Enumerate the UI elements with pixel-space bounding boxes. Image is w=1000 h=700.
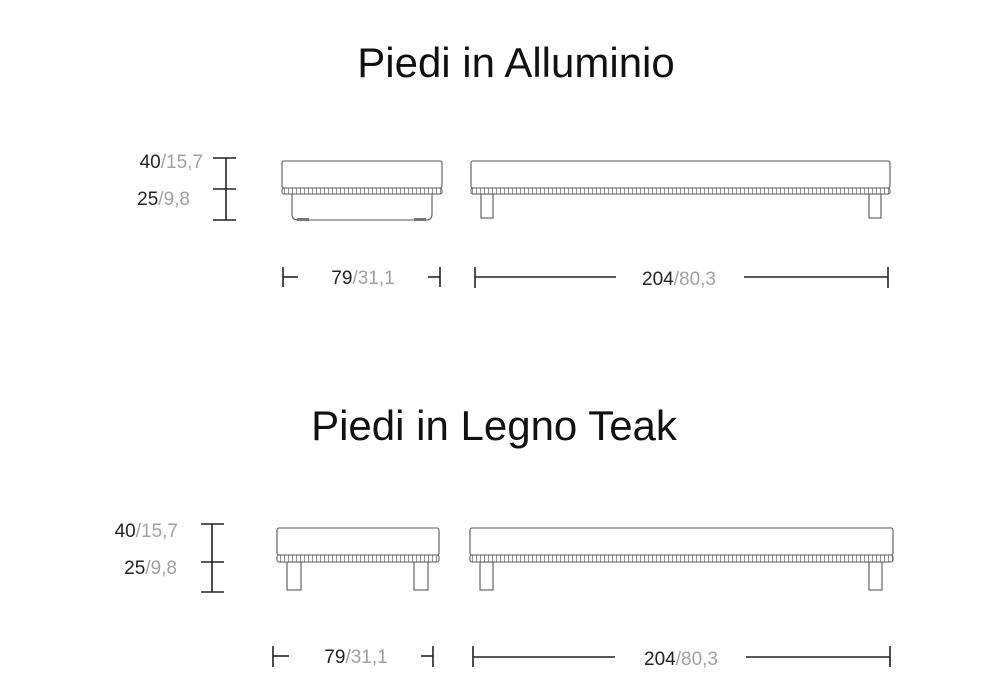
section-title: Piedi in Legno Teak: [311, 402, 678, 449]
width-small-label: 79/31,1: [324, 647, 387, 668]
width-small-label: 79/31,1: [331, 268, 394, 289]
width-large-dimension: 204/80,3: [472, 646, 891, 670]
section-aluminium: Piedi in Alluminio 40/15,7 25/9,8: [137, 39, 891, 290]
section-title: Piedi in Alluminio: [357, 39, 675, 86]
height-dimension-line: [201, 523, 224, 593]
height-total-label: 40/15,7: [115, 521, 178, 542]
height-dimension-line: [213, 157, 236, 221]
height-seat-label: 25/9,8: [124, 558, 177, 579]
section-teak: Piedi in Legno Teak 40/15,7 25/9,8 7: [115, 402, 894, 670]
small-module-drawing: [281, 160, 443, 221]
height-seat-label: 25/9,8: [137, 189, 190, 210]
large-module-drawing: [470, 160, 891, 219]
width-large-label: 204/80,3: [642, 269, 716, 290]
width-small-dimension: 79/31,1: [282, 267, 441, 289]
width-small-dimension: 79/31,1: [272, 646, 434, 668]
height-total-label: 40/15,7: [140, 152, 203, 173]
width-large-label: 204/80,3: [644, 649, 718, 670]
width-large-dimension: 204/80,3: [474, 267, 889, 290]
small-module-drawing: [276, 527, 440, 591]
large-module-drawing: [469, 527, 894, 591]
